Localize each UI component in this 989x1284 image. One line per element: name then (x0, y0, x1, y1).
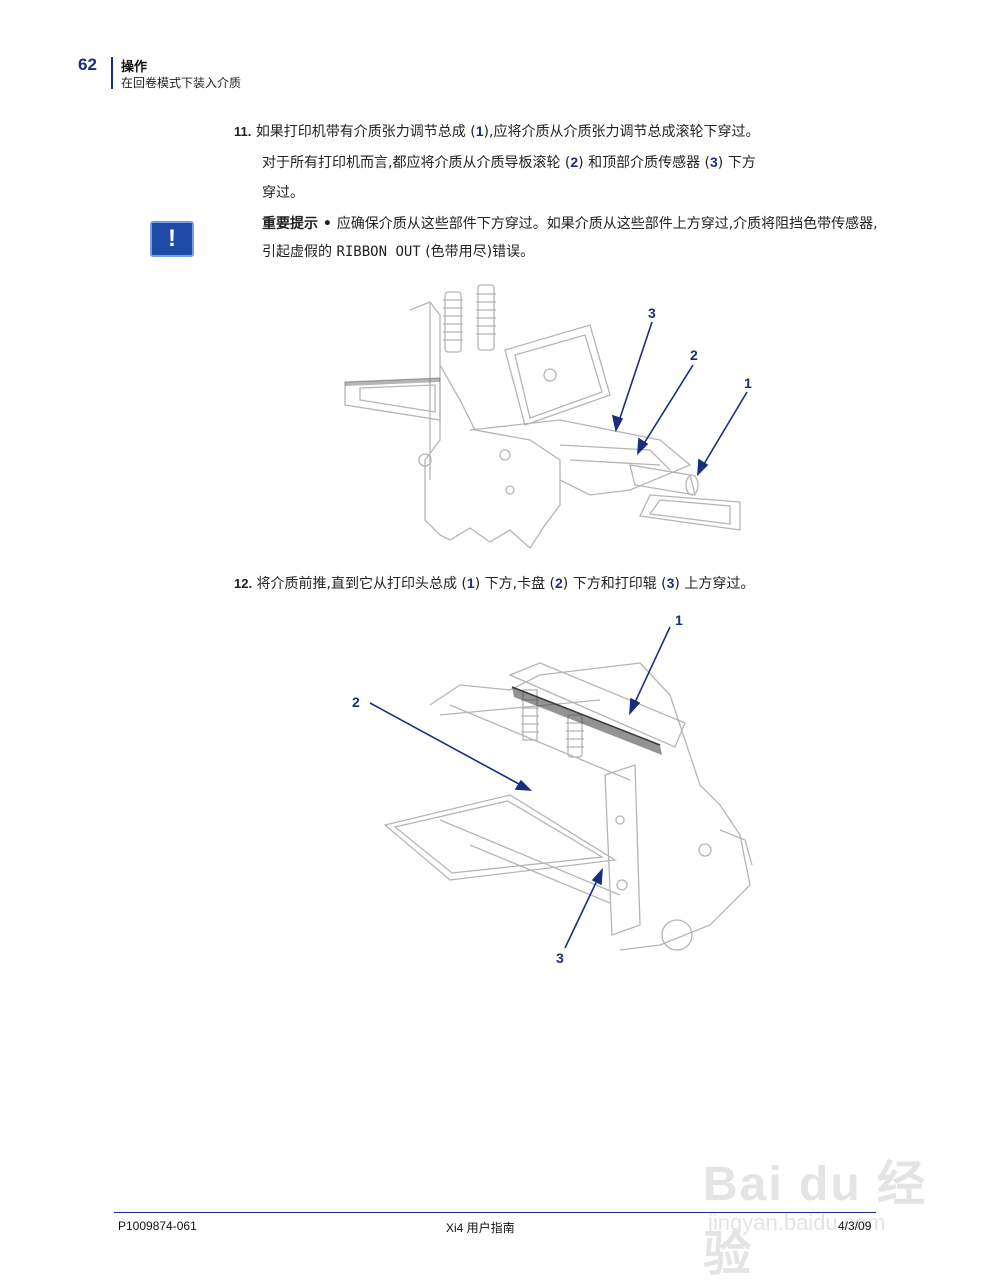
note-lead: 重要提示 • (262, 216, 337, 232)
callout-2: 2 (352, 694, 360, 710)
important-note: 重要提示 • 应确保介质从这些部件下方穿过。如果介质从这些部件上方穿过,介质将阻… (262, 216, 878, 260)
publish-date: 4/3/09 (838, 1219, 872, 1233)
watermark-brand: Bai du 经验 (703, 1158, 928, 1281)
callout-2: 2 (690, 347, 698, 363)
callout-1: 1 (675, 612, 683, 628)
page-number: 62 (78, 55, 97, 74)
section-title: 操作 (121, 60, 148, 75)
header-divider (111, 57, 113, 89)
footer-divider (114, 1212, 876, 1213)
subsection-title: 在回卷模式下装入介质 (121, 76, 242, 90)
guide-title: Xi4 用户指南 (446, 1221, 515, 1235)
step-11: 11. 如果打印机带有介质张力调节总成 (1),应将介质从介质张力调节总成滚轮下… (234, 116, 874, 208)
document-number: P1009874-061 (118, 1219, 197, 1233)
step-11-line-2: 对于所有打印机而言,都应将介质从介质导板滚轮 (2) 和顶部介质传感器 (3) … (262, 154, 756, 171)
step-11-line-3: 穿过。 (262, 185, 304, 201)
callout-1: 1 (744, 375, 752, 391)
callout-3: 3 (648, 305, 656, 321)
watermark: Bai du 经验 jingyan.baidu.com (700, 1140, 940, 1281)
step-12: 12. 将介质前推,直到它从打印头总成 (1) 下方,卡盘 (2) 下方和打印辊… (234, 575, 755, 592)
error-code: RIBBON OUT (336, 244, 421, 260)
callout-3: 3 (556, 950, 564, 966)
figure-media-path-printhead: 1 2 3 (352, 612, 753, 966)
figure-media-path-sensors: 3 2 1 (344, 284, 752, 549)
step-number: 11. (234, 124, 252, 139)
watermark-url: jingyan.baidu.com (708, 1210, 886, 1235)
step-number: 12. (234, 576, 253, 591)
exclamation-icon: ! (150, 221, 194, 257)
